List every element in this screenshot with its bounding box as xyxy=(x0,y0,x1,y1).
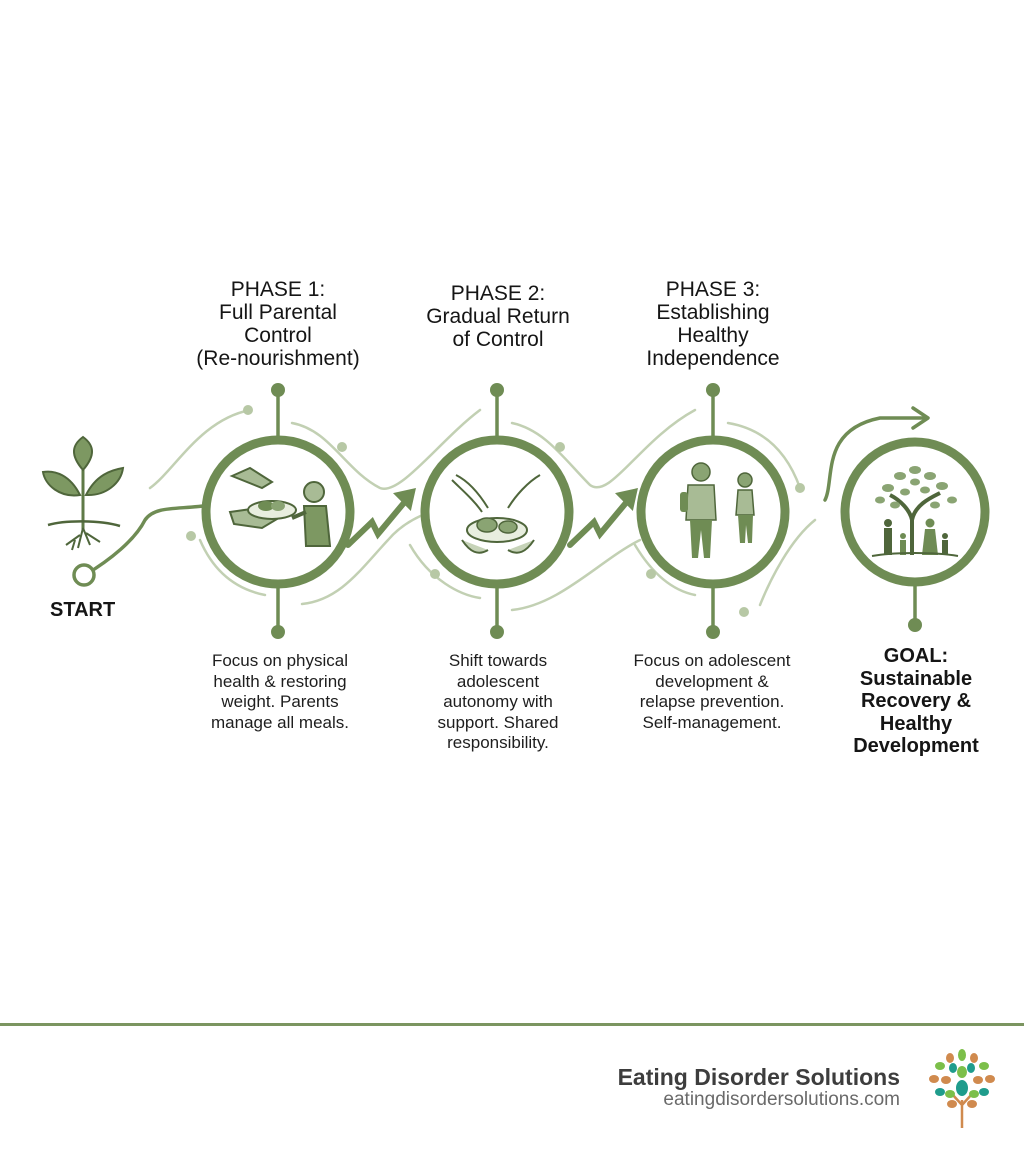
shared-meal-hands-icon xyxy=(451,474,541,554)
goal-title: GOAL: Sustainable Recovery & Healthy Dev… xyxy=(853,645,979,757)
phase-2-title: PHASE 2: Gradual Return of Control xyxy=(426,282,570,351)
brand-name: Eating Disorder Solutions xyxy=(617,1064,900,1090)
goal-connector xyxy=(823,416,927,502)
goal-node xyxy=(840,437,990,632)
family-tree-icon xyxy=(871,466,959,557)
phase-2-description: Shift towards adolescent autonomy with s… xyxy=(437,651,559,752)
start-label: START xyxy=(50,599,116,621)
tree-logo-icon xyxy=(929,1049,995,1128)
phase-1-description: Focus on physical health & restoring wei… xyxy=(211,651,349,732)
phase-3-description: Focus on adolescent development & relaps… xyxy=(633,651,791,732)
trend-arrow-1-icon xyxy=(345,495,411,548)
phase-1-title: PHASE 1: Full Parental Control (Re-nouri… xyxy=(196,278,360,370)
goal-arrow-icon xyxy=(911,406,930,430)
start-connector xyxy=(83,503,212,577)
phase-2-node xyxy=(420,383,574,639)
start-node xyxy=(72,563,96,587)
footer-divider xyxy=(0,1023,1024,1026)
phase-3-node xyxy=(636,383,805,639)
decorative-arcs xyxy=(148,408,817,612)
brand-url: eatingdisordersolutions.com xyxy=(663,1089,900,1110)
phase-3-title: PHASE 3: Establishing Healthy Independen… xyxy=(646,278,780,370)
independent-teens-icon xyxy=(680,462,755,558)
phase-1-node xyxy=(186,383,355,639)
trend-arrow-2-icon xyxy=(567,495,633,548)
parent-feeding-child-icon xyxy=(228,466,332,547)
sprout-icon xyxy=(41,435,125,551)
